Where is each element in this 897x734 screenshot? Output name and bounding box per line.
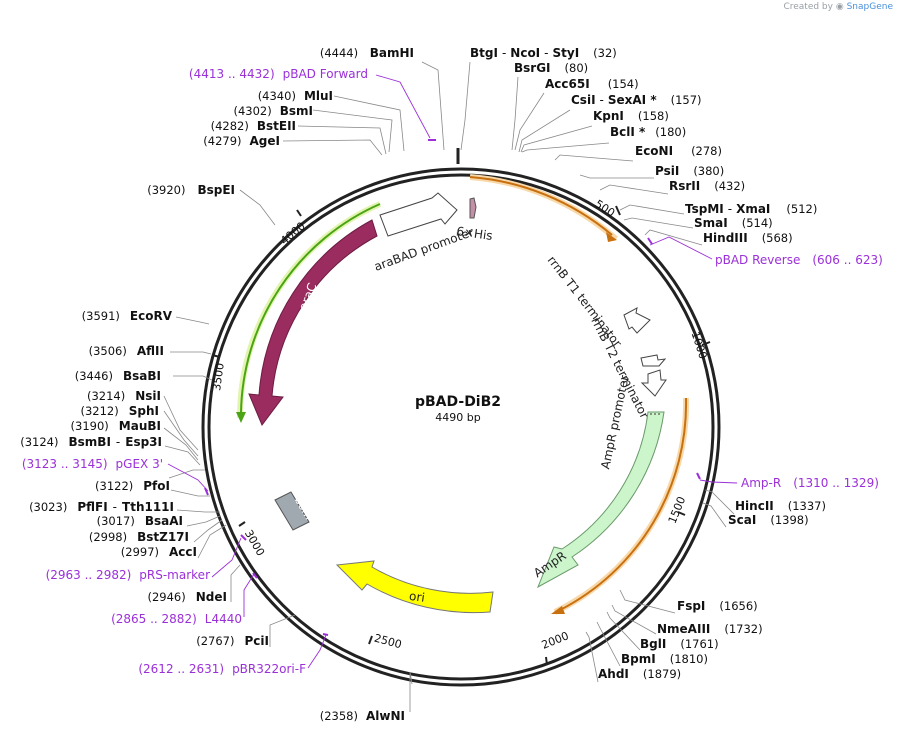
tick-label-2000: 2000 xyxy=(540,629,571,652)
tick-mark-3000 xyxy=(238,521,246,527)
ampr-highlight-arrowhead xyxy=(551,606,565,614)
site-nmeaiii[interactable]: NmeAIII(1732) xyxy=(657,622,763,636)
arac-highlight-strand xyxy=(240,203,381,414)
ampr-promoter-label: AmpR promoter xyxy=(598,374,632,470)
site-acci[interactable]: (2997)AccI xyxy=(121,545,197,559)
site-bsmi[interactable]: (4302)BsmI xyxy=(233,104,313,118)
site-ecorv[interactable]: (3591)EcoRV xyxy=(82,309,173,323)
orf-highlight-top-arrowhead xyxy=(606,232,617,242)
site-tspmi-xmai[interactable]: TspMI-XmaI(512) xyxy=(685,202,817,216)
snapgene-logo-icon: ◉ xyxy=(835,2,844,12)
rrnb-t1-terminator-label: rrnB T1 terminator xyxy=(545,253,625,350)
ori-feature[interactable] xyxy=(335,560,494,614)
primer-pbr322ori-f[interactable]: (2612 .. 2631)pBR322ori-F xyxy=(138,662,306,676)
credit-prefix: Created by xyxy=(783,2,833,12)
site-scai[interactable]: ScaI(1398) xyxy=(728,513,809,527)
primer-l4440[interactable]: (2865 .. 2882)L4440 xyxy=(111,612,242,626)
site-econi[interactable]: EcoNI(278) xyxy=(635,144,722,158)
tick-label-1500: 1500 xyxy=(666,495,689,526)
site-bsmbi-esp3i[interactable]: (3124)BsmBI-Esp3I xyxy=(20,435,162,449)
site-aflii[interactable]: (3506)AflII xyxy=(89,344,164,358)
ampr-feature[interactable] xyxy=(537,411,665,589)
restriction-site-labels: (4444) BamHI BtgI-NcoI-StyI(32) BsrGI(80… xyxy=(20,46,826,723)
site-bpmi[interactable]: BpmI(1810) xyxy=(621,652,708,666)
his-tag-feature[interactable] xyxy=(469,197,477,219)
site-bgli[interactable]: BglI(1761) xyxy=(640,637,719,651)
site-pcii[interactable]: (2767)PciI xyxy=(196,634,269,648)
site-bsabi[interactable]: (3446)BsaBI xyxy=(75,369,161,383)
plasmid-length: 4490 bp xyxy=(435,411,480,424)
site-bcli[interactable]: BclI *(180) xyxy=(610,125,686,139)
arac-feature[interactable] xyxy=(248,219,378,426)
site-btgi-ncoi-styi[interactable]: BtgI-NcoI-StyI(32) xyxy=(470,46,617,60)
bom-feature[interactable] xyxy=(274,491,310,531)
tick-label-1000: 1000 xyxy=(689,330,710,361)
site-bamhi[interactable]: (4444) BamHI xyxy=(320,46,414,60)
site-pfoi[interactable]: (3122)PfoI xyxy=(95,479,170,493)
primer-marks xyxy=(204,139,701,636)
rrnb-t1-terminator-feature[interactable] xyxy=(623,307,651,334)
site-psii[interactable]: PsiI(380) xyxy=(655,164,724,178)
tick-mark-500 xyxy=(615,205,621,216)
site-rsrii[interactable]: RsrII(432) xyxy=(669,179,745,193)
ampr-highlight-strand xyxy=(559,397,688,611)
site-bsrgi[interactable]: BsrGI(80) xyxy=(514,61,588,75)
site-smai[interactable]: SmaI(514) xyxy=(694,216,773,230)
tick-label-2500: 2500 xyxy=(373,632,403,652)
site-acc65i[interactable]: Acc65I(154) xyxy=(545,77,639,91)
primer-prs-marker[interactable]: (2963 .. 2982)pRS-marker xyxy=(46,568,210,582)
site-bstz17i[interactable]: (2998)BstZ17I xyxy=(89,530,189,544)
plasmid-name: pBAD-DiB2 xyxy=(415,394,501,410)
site-csii-sexai[interactable]: CsiI-SexAI *(157) xyxy=(571,93,702,107)
primer-labels: (4413 .. 4432)pBAD Forward pBAD Reverse(… xyxy=(22,67,883,676)
tick-label-500: 500 xyxy=(592,197,617,219)
site-alwni[interactable]: (2358)AlwNI xyxy=(320,709,405,723)
tick-mark-2500 xyxy=(368,635,373,645)
backbone-outer-strand xyxy=(201,167,721,687)
credit-brand: SnapGene xyxy=(846,2,893,12)
arac-highlight-arrowhead xyxy=(236,412,246,423)
tick-mark-1500 xyxy=(677,511,686,516)
primer-pbad-reverse[interactable]: pBAD Reverse(606 .. 623) xyxy=(715,253,883,267)
tick-mark-1000 xyxy=(701,341,711,346)
rrnb-t2-terminator-feature[interactable] xyxy=(640,354,667,367)
tick-mark-4000 xyxy=(296,209,302,217)
site-ndei[interactable]: (2946)NdeI xyxy=(148,590,228,604)
site-bsteii[interactable]: (4282)BstEII xyxy=(211,119,296,133)
site-mlui[interactable]: (4340)MluI xyxy=(258,89,333,103)
site-ahdi[interactable]: AhdI(1879) xyxy=(598,667,681,681)
tick-mark-2000 xyxy=(545,656,548,666)
site-sphi[interactable]: (3212)SphI xyxy=(81,404,160,418)
primer-amp-r[interactable]: Amp-R(1310 .. 1329) xyxy=(741,476,879,490)
site-maubi[interactable]: (3190)MauBI xyxy=(71,419,161,433)
site-pflfi-tth111i[interactable]: (3023)PflFI-Tth111I xyxy=(29,500,174,514)
site-bspei[interactable]: (3920)BspEI xyxy=(147,183,235,197)
site-hincii[interactable]: HincII(1337) xyxy=(735,499,826,513)
backbone-inner-strand xyxy=(207,173,715,681)
site-nsii[interactable]: (3214)NsiI xyxy=(87,389,161,403)
tick-label-3000: 3000 xyxy=(242,528,267,559)
his-tag-label: 6×His xyxy=(456,224,494,243)
arabad-promoter-feature[interactable] xyxy=(379,192,458,237)
tick-mark-3500 xyxy=(211,354,221,358)
orf-highlight-top-strand xyxy=(469,176,613,236)
tick-label-3500: 3500 xyxy=(210,362,227,392)
primer-pgex-3[interactable]: (3123 .. 3145)pGEX 3' xyxy=(22,457,163,471)
site-hindiii[interactable]: HindIII(568) xyxy=(703,231,793,245)
site-fspi[interactable]: FspI(1656) xyxy=(677,599,758,613)
ori-label: ori xyxy=(408,589,425,605)
snapgene-credit: Created by ◉ SnapGene xyxy=(783,2,893,12)
site-leader-lines xyxy=(163,61,735,712)
site-kpni[interactable]: KpnI(158) xyxy=(593,109,669,123)
primer-pbad-forward[interactable]: (4413 .. 4432)pBAD Forward xyxy=(189,67,368,81)
site-agei[interactable]: (4279)AgeI xyxy=(203,134,280,148)
primer-leader-lines xyxy=(167,74,738,669)
ampr-promoter-feature[interactable] xyxy=(640,369,667,397)
site-bsaai[interactable]: (3017)BsaAI xyxy=(97,514,183,528)
